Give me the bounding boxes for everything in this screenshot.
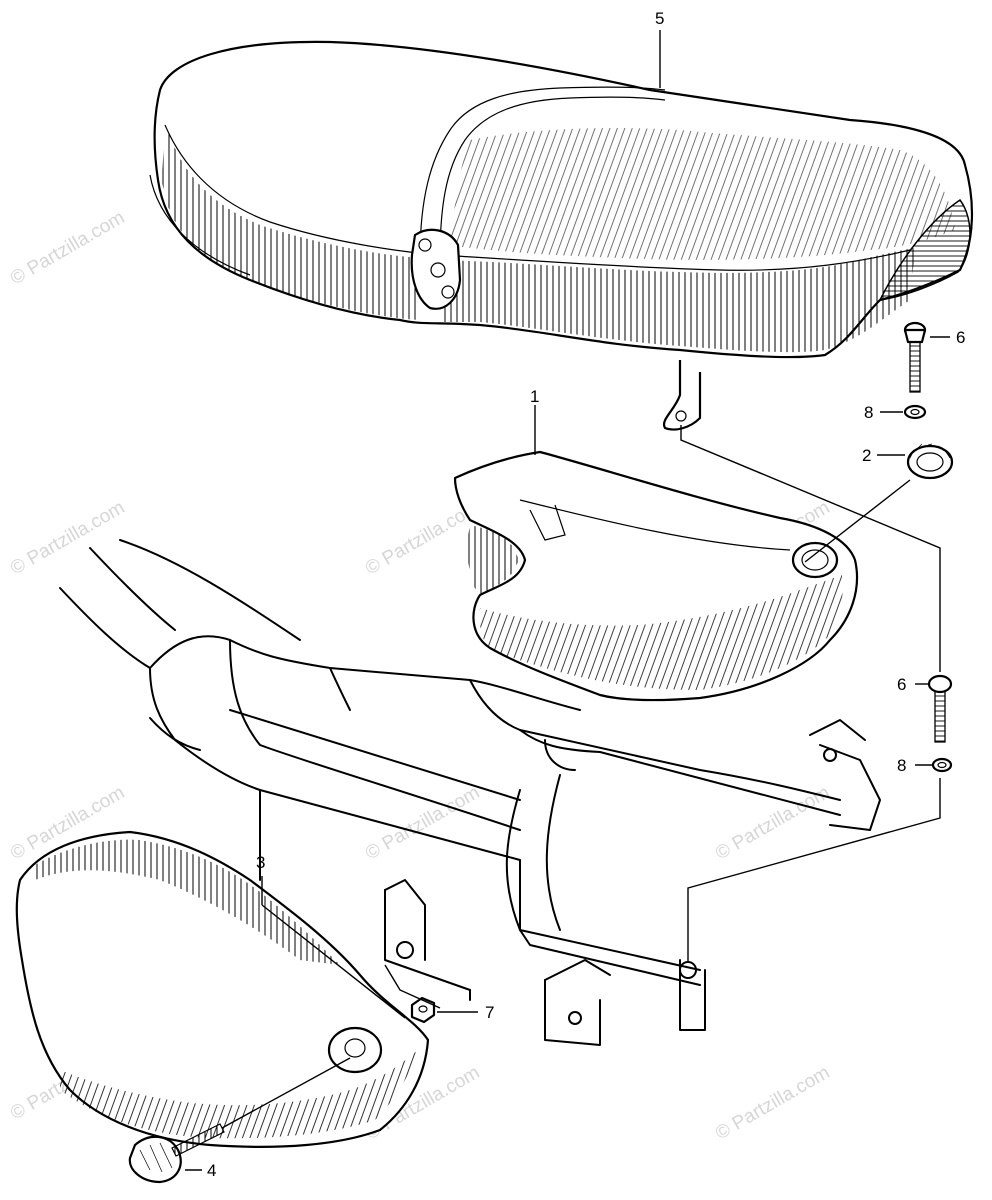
callout-washer-lower: 8	[897, 756, 906, 775]
callout-washer-upper: 8	[864, 403, 873, 422]
watermark: © Partzilla.com	[7, 207, 128, 289]
callout-right-side-cover: 1	[530, 387, 539, 406]
callout-bolt-upper: 6	[956, 328, 965, 347]
callout-labels: 5 6 8 2 1 6 8 3 7 4	[207, 9, 965, 1180]
callout-knob-screw: 4	[207, 1161, 216, 1180]
watermark: © Partzilla.com	[712, 1062, 833, 1144]
callout-seat: 5	[655, 9, 664, 28]
callout-cap-nut: 2	[862, 446, 871, 465]
seat-drawing	[149, 40, 974, 431]
left-side-cover-drawing	[15, 830, 430, 1148]
watermark: © Partzilla.com	[7, 497, 128, 579]
callout-nut: 7	[485, 1003, 494, 1022]
frame-drawing	[59, 539, 881, 1046]
hardware-drawing	[128, 321, 954, 1184]
right-side-cover-drawing	[453, 450, 859, 702]
leader-lines	[185, 30, 950, 1171]
callout-bolt-lower: 6	[897, 675, 906, 694]
callout-left-side-cover: 3	[256, 853, 265, 872]
